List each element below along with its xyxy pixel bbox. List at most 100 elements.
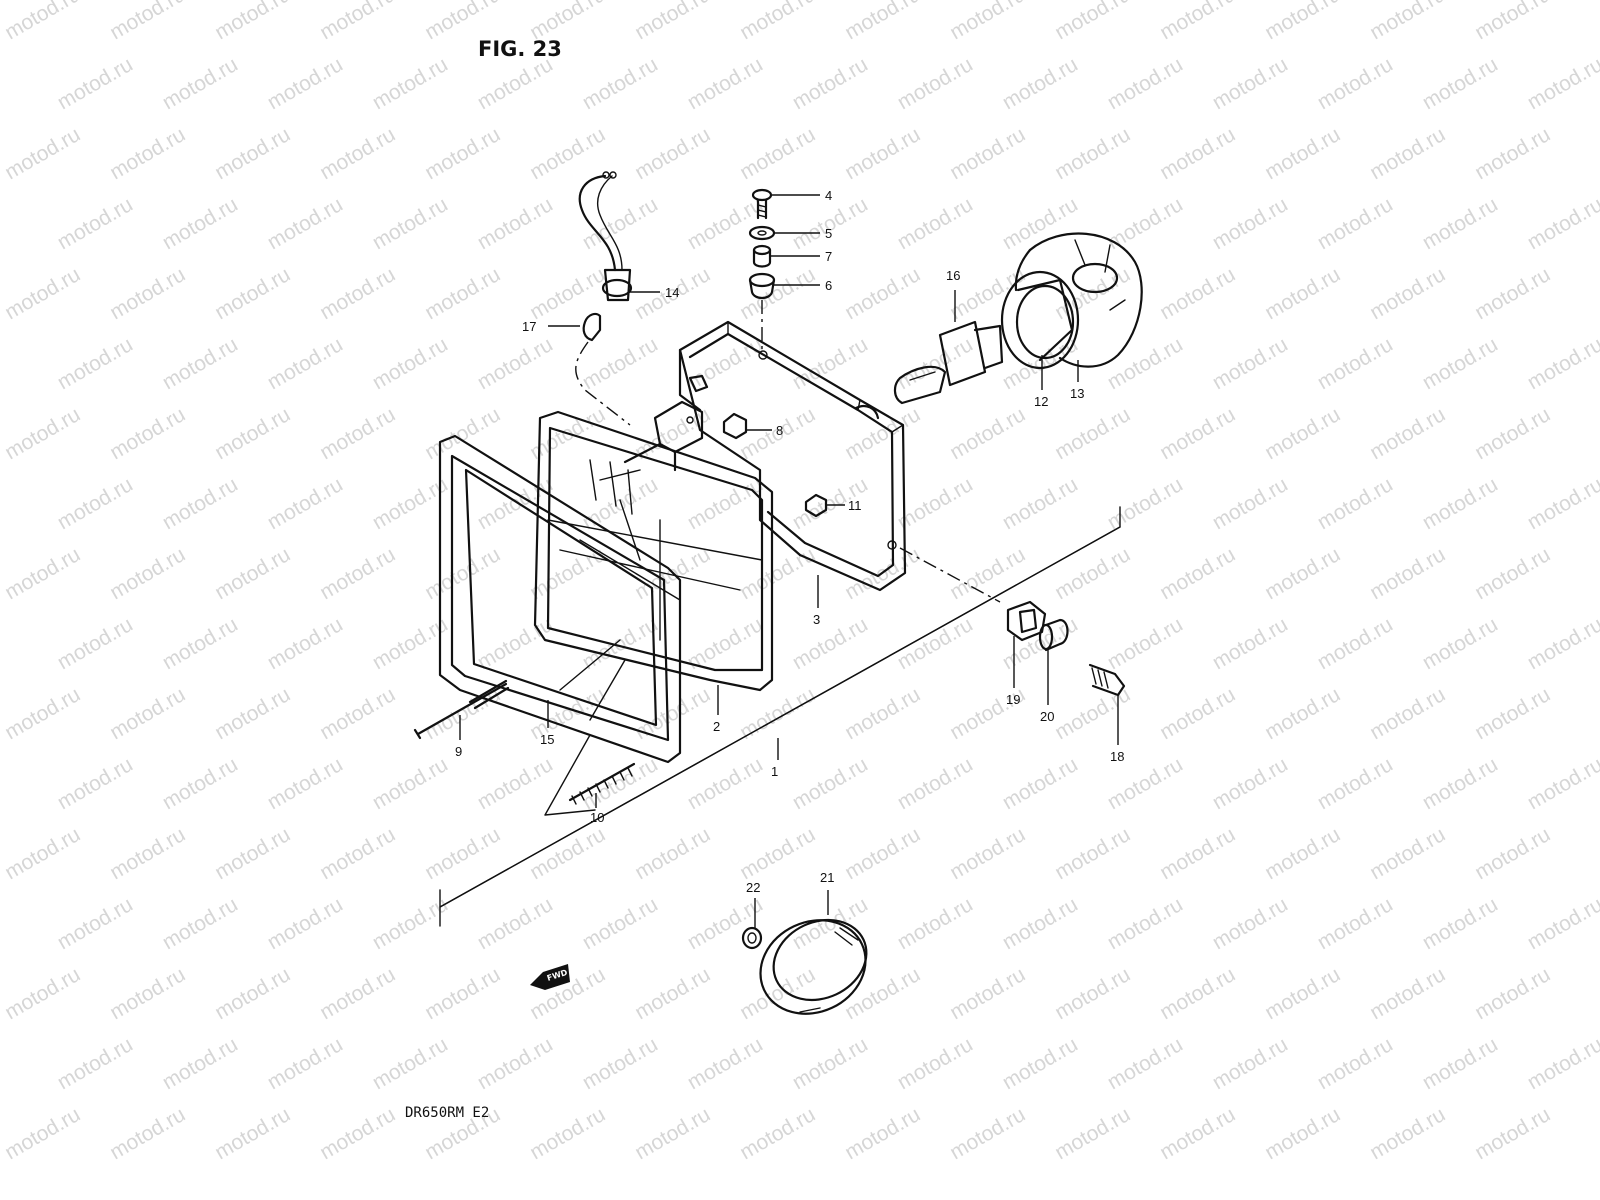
watermark-text: motod.ru bbox=[579, 473, 662, 534]
watermark-text: motod.ru bbox=[474, 1033, 557, 1094]
watermark-text: motod.ru bbox=[474, 753, 557, 814]
watermark-text: motod.ru bbox=[1156, 543, 1239, 604]
watermark-text: motod.ru bbox=[369, 193, 452, 254]
watermark-text: motod.ru bbox=[1261, 683, 1344, 744]
watermark-text: motod.ru bbox=[474, 193, 557, 254]
callout-5: 5 bbox=[825, 226, 832, 241]
watermark-text: motod.ru bbox=[946, 543, 1029, 604]
watermark-text: motod.ru bbox=[1314, 193, 1397, 254]
watermark-text: motod.ru bbox=[736, 963, 819, 1024]
watermark-text: motod.ru bbox=[421, 403, 504, 464]
watermark-text: motod.ru bbox=[264, 53, 347, 114]
watermark-text: motod.ru bbox=[1524, 613, 1600, 674]
watermark-text: motod.ru bbox=[999, 1033, 1082, 1094]
watermark-text: motod.ru bbox=[946, 403, 1029, 464]
watermark-text: motod.ru bbox=[1419, 473, 1502, 534]
watermark-text: motod.ru bbox=[316, 1103, 399, 1164]
dust-cover-13 bbox=[1014, 232, 1143, 368]
watermark-text: motod.ru bbox=[1471, 123, 1554, 184]
watermark-text: motod.ru bbox=[159, 1033, 242, 1094]
watermark-text: motod.ru bbox=[211, 1103, 294, 1164]
nut-8 bbox=[722, 412, 748, 440]
headlight-rim bbox=[438, 434, 682, 764]
watermark-text: motod.ru bbox=[316, 543, 399, 604]
watermark-text: motod.ru bbox=[421, 963, 504, 1024]
watermark-text: motod.ru bbox=[1261, 1103, 1344, 1164]
watermark-text: motod.ru bbox=[1261, 963, 1344, 1024]
watermark-text: motod.ru bbox=[579, 333, 662, 394]
watermark-text: motod.ru bbox=[1366, 263, 1449, 324]
watermark-text: motod.ru bbox=[54, 193, 137, 254]
watermark-text: motod.ru bbox=[1366, 963, 1449, 1024]
watermark-text: motod.ru bbox=[1524, 193, 1600, 254]
callout-7: 7 bbox=[825, 249, 832, 264]
watermark-text: motod.ru bbox=[1261, 543, 1344, 604]
callout-18: 18 bbox=[1110, 749, 1124, 764]
watermark-text: motod.ru bbox=[54, 893, 137, 954]
watermark-text: motod.ru bbox=[1156, 1103, 1239, 1164]
watermark-text: motod.ru bbox=[1209, 1033, 1292, 1094]
watermark-text: motod.ru bbox=[1314, 333, 1397, 394]
watermark-text: motod.ru bbox=[369, 333, 452, 394]
watermark-text: motod.ru bbox=[106, 263, 189, 324]
watermark-text: motod.ru bbox=[1261, 263, 1344, 324]
callout-16: 16 bbox=[946, 268, 960, 283]
watermark-text: motod.ru bbox=[1471, 683, 1554, 744]
watermark-text: motod.ru bbox=[841, 263, 924, 324]
watermark-text: motod.ru bbox=[736, 123, 819, 184]
watermark-text: motod.ru bbox=[1209, 893, 1292, 954]
watermark-text: motod.ru bbox=[1471, 823, 1554, 884]
callout-17: 17 bbox=[522, 319, 536, 334]
watermark-text: motod.ru bbox=[1419, 1033, 1502, 1094]
watermark-text: motod.ru bbox=[211, 823, 294, 884]
watermark-text: motod.ru bbox=[474, 53, 557, 114]
watermark-text: motod.ru bbox=[841, 123, 924, 184]
collar-7 bbox=[752, 244, 772, 268]
watermark-text: motod.ru bbox=[421, 543, 504, 604]
watermark-text: motod.ru bbox=[54, 613, 137, 674]
watermark-text: motod.ru bbox=[1314, 613, 1397, 674]
watermark-text: motod.ru bbox=[841, 823, 924, 884]
watermark-text: motod.ru bbox=[1419, 613, 1502, 674]
watermark-text: motod.ru bbox=[789, 753, 872, 814]
watermark-text: motod.ru bbox=[211, 683, 294, 744]
watermark-text: motod.ru bbox=[1051, 543, 1134, 604]
watermark-text: motod.ru bbox=[1051, 0, 1134, 44]
watermark-text: motod.ru bbox=[999, 753, 1082, 814]
watermark-text: motod.ru bbox=[1, 963, 84, 1024]
callout-13: 13 bbox=[1070, 386, 1084, 401]
watermark-text: motod.ru bbox=[736, 823, 819, 884]
watermark-text: motod.ru bbox=[1366, 1103, 1449, 1164]
watermark-text: motod.ru bbox=[474, 893, 557, 954]
watermark-text: motod.ru bbox=[316, 403, 399, 464]
watermark-text: motod.ru bbox=[684, 753, 767, 814]
watermark-text: motod.ru bbox=[1051, 823, 1134, 884]
watermark-text: motod.ru bbox=[1471, 403, 1554, 464]
watermark-text: motod.ru bbox=[1209, 473, 1292, 534]
bolt-18 bbox=[1088, 663, 1126, 697]
watermark-text: motod.ru bbox=[1051, 123, 1134, 184]
watermark-text: motod.ru bbox=[211, 403, 294, 464]
watermark-text: motod.ru bbox=[1314, 53, 1397, 114]
watermark-text: motod.ru bbox=[421, 263, 504, 324]
watermark-text: motod.ru bbox=[1, 0, 84, 44]
headlight-unit bbox=[533, 410, 774, 692]
callout-4: 4 bbox=[825, 188, 832, 203]
watermark-text: motod.ru bbox=[1104, 1033, 1187, 1094]
callout-15: 15 bbox=[540, 732, 554, 747]
callout-21: 21 bbox=[820, 870, 834, 885]
watermark-text: motod.ru bbox=[369, 753, 452, 814]
bulb-16 bbox=[893, 320, 1004, 405]
watermark-text: motod.ru bbox=[1156, 963, 1239, 1024]
watermark-text: motod.ru bbox=[894, 613, 977, 674]
callout-1: 1 bbox=[771, 764, 778, 779]
washer-22 bbox=[741, 926, 763, 950]
watermark-text: motod.ru bbox=[264, 753, 347, 814]
watermark-text: motod.ru bbox=[1366, 403, 1449, 464]
watermark-text: motod.ru bbox=[1051, 403, 1134, 464]
watermark-text: motod.ru bbox=[54, 1033, 137, 1094]
watermark-text: motod.ru bbox=[211, 263, 294, 324]
watermark-text: motod.ru bbox=[421, 123, 504, 184]
watermark-text: motod.ru bbox=[369, 53, 452, 114]
callout-22: 22 bbox=[746, 880, 760, 895]
